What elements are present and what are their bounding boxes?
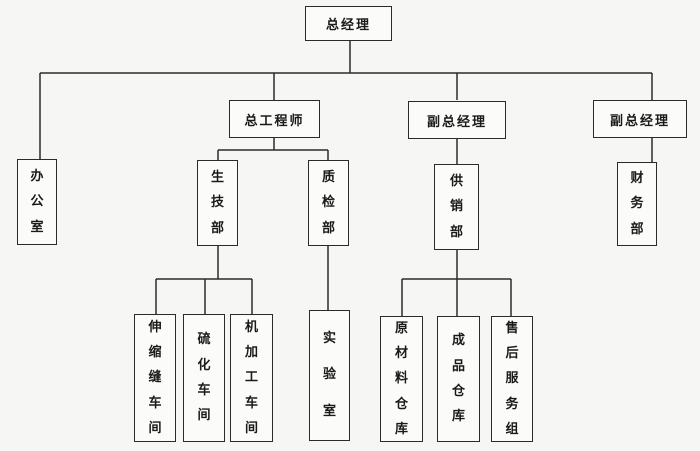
raw-material-warehouse-label: 原材料仓库 <box>395 320 409 438</box>
quality-inspection-dept-label: 质检部 <box>322 169 336 236</box>
deputy-gm-supply-box: 副总经理 <box>408 101 506 139</box>
finance-dept-box: 财务部 <box>617 162 657 246</box>
vulcanization-workshop-label: 硫化车间 <box>197 332 211 424</box>
finished-goods-warehouse-label: 成品仓库 <box>452 333 466 425</box>
laboratory-box: 实验室 <box>309 310 350 441</box>
office-box: 办公室 <box>17 159 57 245</box>
quality-inspection-dept-box: 质检部 <box>308 160 349 246</box>
general-manager-box: 总经理 <box>305 6 392 41</box>
general-manager-label: 总经理 <box>325 18 371 33</box>
finished-goods-warehouse-box: 成品仓库 <box>437 316 480 442</box>
extension-seam-workshop-label: 伸缩缝车间 <box>148 319 162 437</box>
production-tech-dept-label: 生技部 <box>211 169 225 236</box>
deputy-gm-finance-box: 副总经理 <box>593 100 687 138</box>
after-sales-team-label: 售后服务组 <box>505 320 519 438</box>
chief-engineer-box: 总工程师 <box>229 100 320 138</box>
chief-engineer-label: 总工程师 <box>244 113 305 129</box>
office-label: 办公室 <box>30 168 44 235</box>
machining-workshop-label: 机加工车间 <box>245 319 259 437</box>
vulcanization-workshop-box: 硫化车间 <box>183 314 225 442</box>
production-tech-dept-box: 生技部 <box>197 160 238 246</box>
deputy-gm-finance-label: 副总经理 <box>609 113 670 129</box>
extension-seam-workshop-box: 伸缩缝车间 <box>134 314 176 442</box>
after-sales-team-box: 售后服务组 <box>491 316 533 442</box>
deputy-gm-supply-label: 副总经理 <box>426 114 487 130</box>
supply-sales-dept-box: 供销部 <box>434 164 479 250</box>
finance-dept-label: 财务部 <box>630 170 644 237</box>
laboratory-label: 实验室 <box>323 330 337 419</box>
machining-workshop-box: 机加工车间 <box>230 314 273 442</box>
supply-sales-dept-label: 供销部 <box>450 173 464 240</box>
raw-material-warehouse-box: 原材料仓库 <box>380 316 423 442</box>
